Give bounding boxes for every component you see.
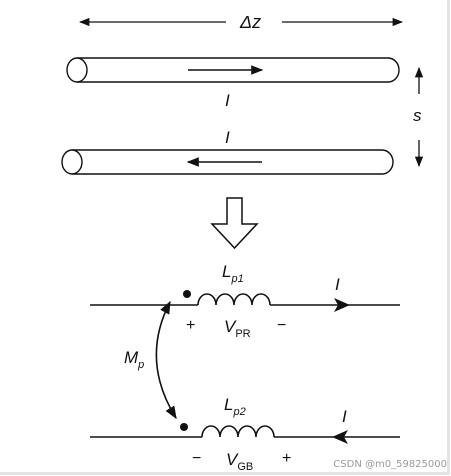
minus-bottom: −	[192, 450, 202, 467]
delta-z-label: Δz	[240, 12, 262, 32]
plus-bottom: +	[282, 450, 292, 467]
vgb-label: VGB	[226, 450, 254, 473]
transform-arrow-icon	[210, 197, 259, 250]
bottom-current-label: I	[225, 128, 230, 147]
watermark: CSDN @m0_59825000	[333, 459, 447, 470]
spacing-label: s	[413, 106, 422, 125]
vgb-subscript: GB	[237, 461, 254, 473]
lp2-dot	[180, 423, 188, 431]
lp1-label: Lp1	[222, 262, 244, 285]
inductor-lp2	[90, 425, 400, 438]
line1-current-label: I	[335, 275, 340, 294]
mp-subscript: p	[138, 359, 145, 371]
line1-current-arrow	[334, 298, 350, 312]
mp-label: Mp	[124, 348, 145, 371]
lp1-dot	[183, 290, 191, 298]
line2-current-label: I	[342, 407, 347, 426]
minus-top: −	[277, 317, 287, 334]
inductor-lp1	[90, 293, 400, 306]
top-current-label: I	[225, 91, 230, 110]
plus-top: +	[186, 317, 196, 334]
mutual-inductance-arrow	[155, 300, 177, 420]
line2-current-arrow	[332, 430, 348, 444]
lp2-subscript: p2	[233, 406, 246, 418]
vpr-label: VPR	[224, 317, 251, 340]
lp1-subscript: p1	[231, 273, 244, 285]
lp2-label: Lp2	[224, 395, 246, 418]
vpr-subscript: PR	[235, 328, 251, 340]
